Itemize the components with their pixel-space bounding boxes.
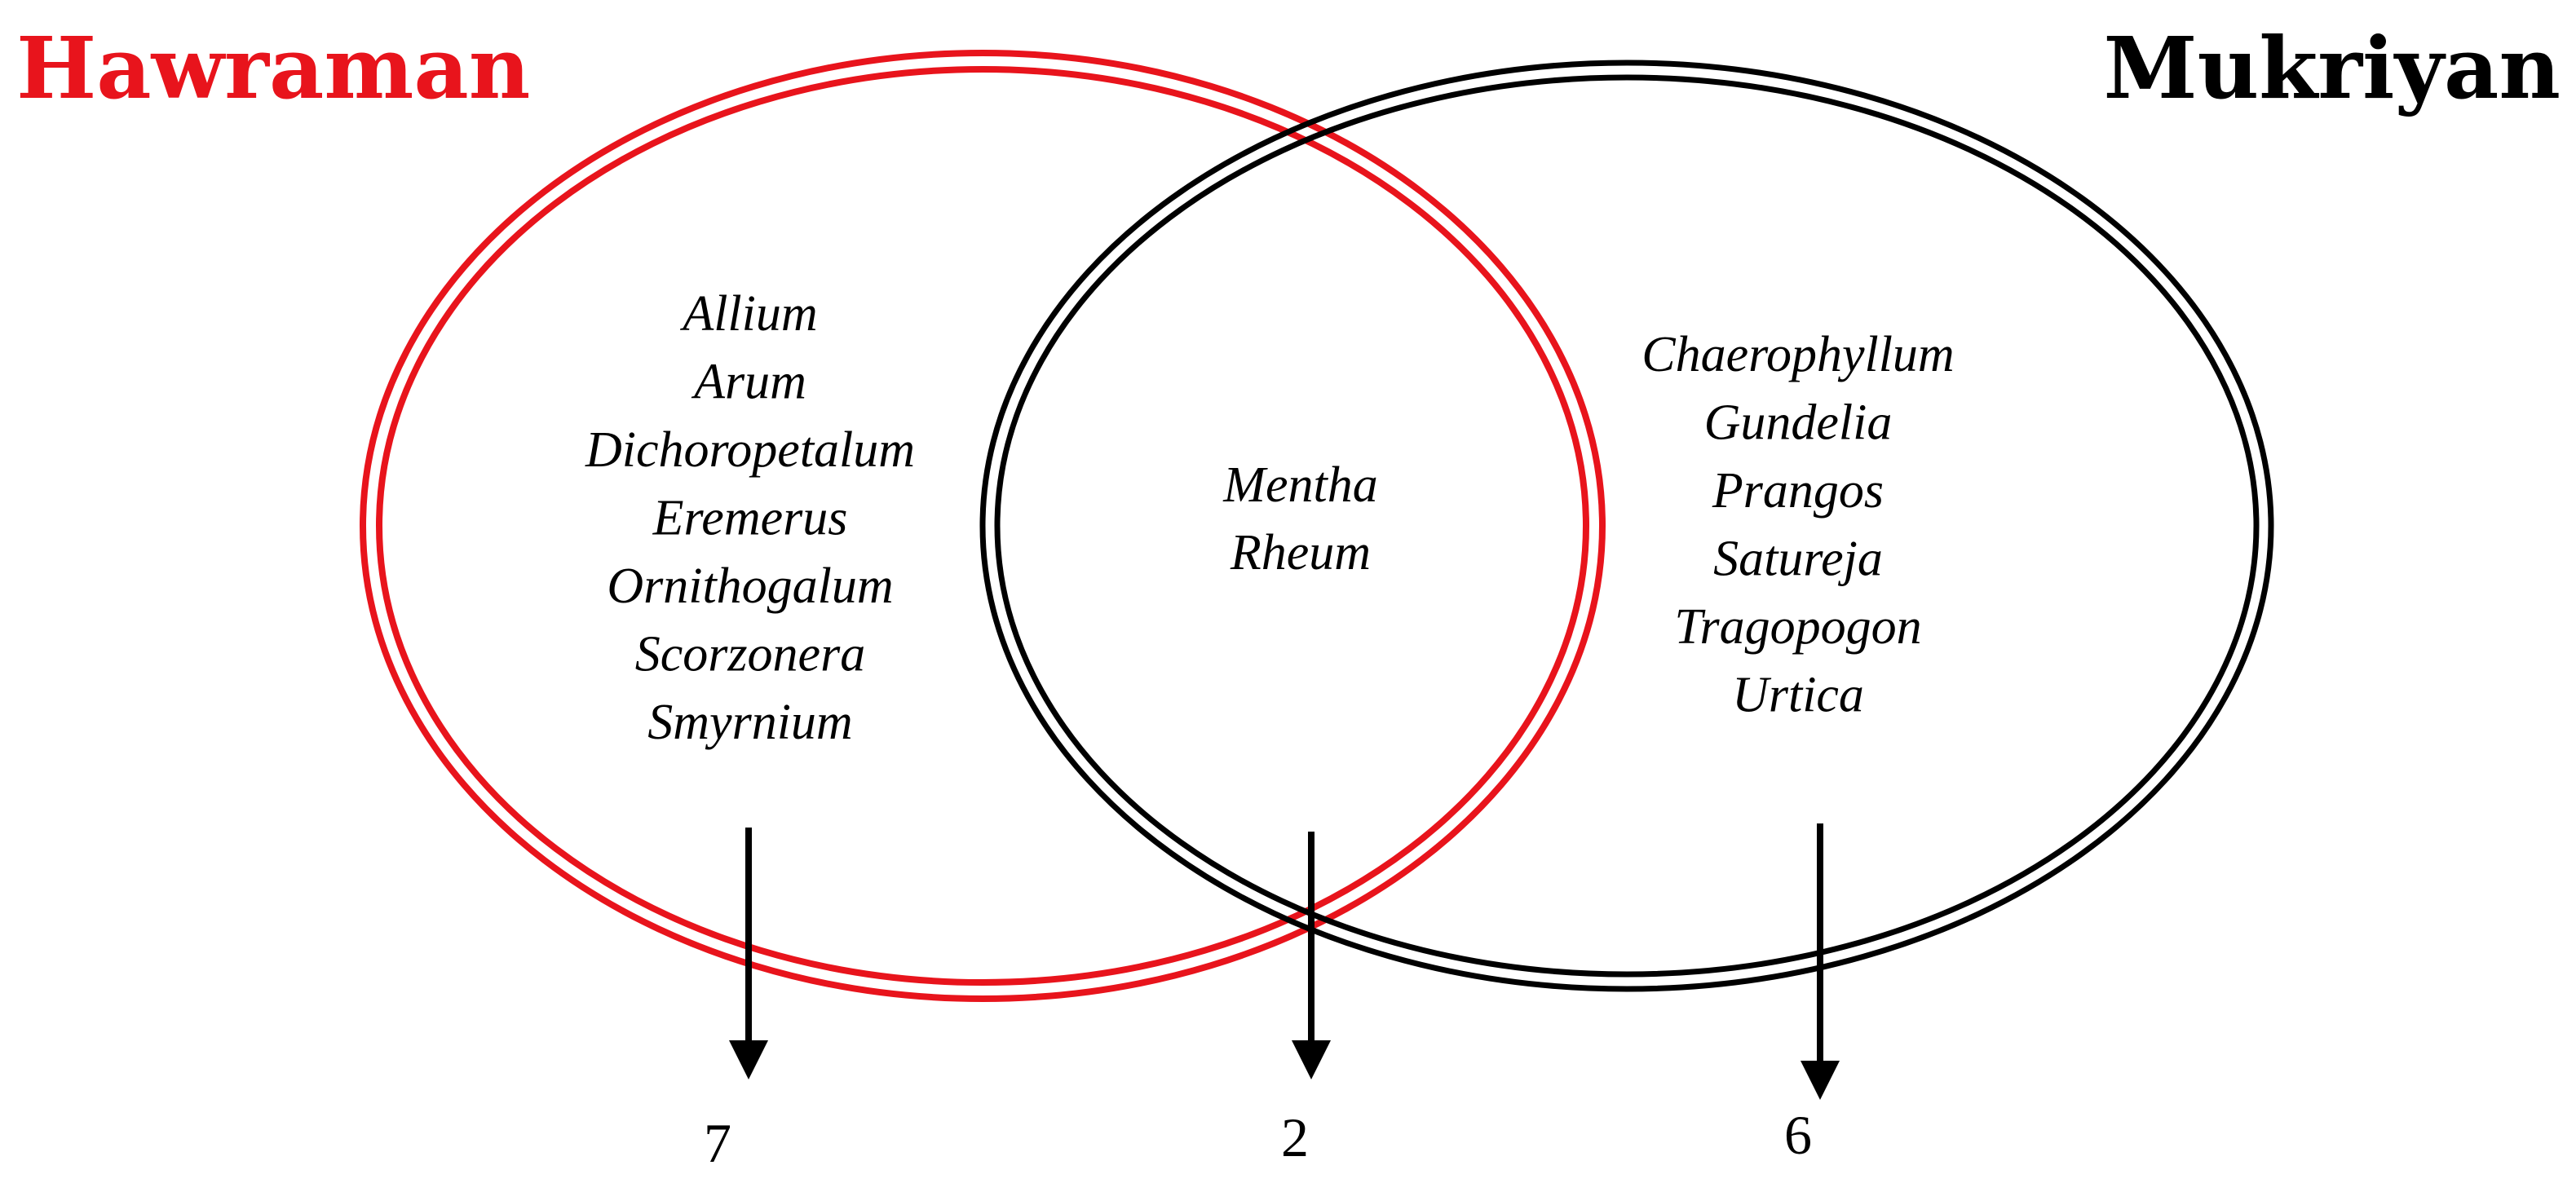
set-ellipse-hawraman [360,50,1606,1002]
genus-label: Gundelia [1704,395,1893,451]
genus-label: Dichoropetalum [585,422,915,478]
genus-label: Tragopogon [1674,599,1921,655]
genus-label: Satureja [1713,532,1883,587]
set-title-mukriyan: Mukriyan [2103,18,2561,118]
mukriyan-exclusive-list: ChaerophyllumGundeliaPrangosSaturejaTrag… [1641,327,1954,723]
count-intersection: 2 [1281,1106,1309,1168]
set-ellipse-mukriyan [979,60,2274,992]
count-hawraman: 7 [704,1112,731,1174]
count-mukriyan: 6 [1784,1104,1812,1166]
genus-label: Ornithogalum [607,558,893,614]
genus-label: Arum [691,355,806,410]
genus-label: Eremerus [652,491,848,546]
set-title-hawraman: Hawraman [16,18,530,118]
genus-label: Rheum [1230,525,1371,580]
genus-label: Prangos [1712,463,1884,519]
genus-label: Chaerophyllum [1641,327,1954,382]
genus-label: Scorzonera [635,627,865,682]
hawraman-exclusive-list: AlliumArumDichoropetalumEremerusOrnithog… [585,286,915,750]
genus-label: Urtica [1732,668,1864,723]
genus-label: Allium [679,286,817,342]
genus-label: Smyrnium [647,695,852,750]
genus-label: Mentha [1222,457,1377,513]
